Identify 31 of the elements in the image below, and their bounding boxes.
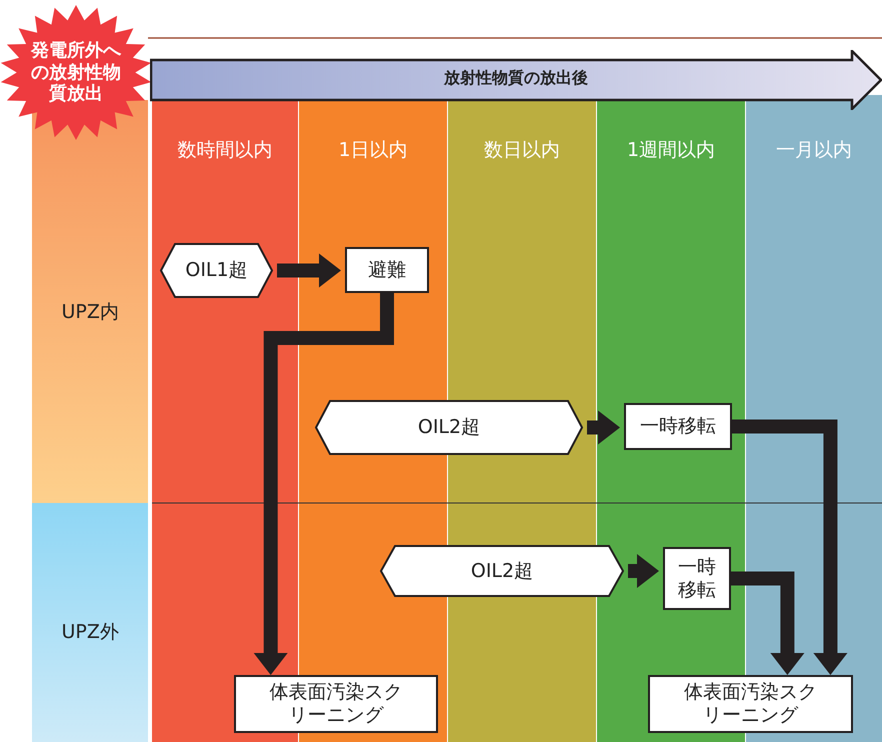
condition-hexagon xyxy=(315,400,583,455)
action-box xyxy=(234,675,438,733)
row-header: UPZ外 xyxy=(62,620,119,645)
node-label: OIL2超 xyxy=(470,560,534,582)
action-box xyxy=(345,247,429,293)
node-label: 避難 xyxy=(368,258,406,282)
arrow xyxy=(732,420,848,675)
node-label: 放射性物質の放出後 xyxy=(444,68,588,88)
column-header: 1日以内 xyxy=(338,138,408,163)
timeline-arrow xyxy=(150,50,882,110)
starburst-node xyxy=(0,5,152,140)
row-header: UPZ内 xyxy=(62,300,119,325)
column-header: 一月以内 xyxy=(776,138,852,163)
arrow xyxy=(277,254,341,288)
column-header: 数日以内 xyxy=(484,138,560,163)
node-label: OIL1超 xyxy=(185,259,248,282)
action-box xyxy=(624,403,732,450)
arrow xyxy=(628,554,659,588)
node-label: 一時移転 xyxy=(677,556,717,602)
condition-hexagon xyxy=(380,545,624,597)
arrow xyxy=(587,410,620,444)
action-box xyxy=(663,547,731,610)
node-label: 体表面汚染スクリーニング xyxy=(683,681,818,727)
node-label: 一時移転 xyxy=(640,415,716,438)
column-header: 1週間以内 xyxy=(627,138,716,163)
node-label: 体表面汚染スクリーニング xyxy=(268,681,404,727)
column-header: 数時間以内 xyxy=(178,138,272,163)
node-label: 発電所外への放射性物質放出 xyxy=(30,40,122,105)
arrow xyxy=(731,572,804,675)
action-box xyxy=(648,675,853,733)
node-label: OIL2超 xyxy=(418,416,480,439)
